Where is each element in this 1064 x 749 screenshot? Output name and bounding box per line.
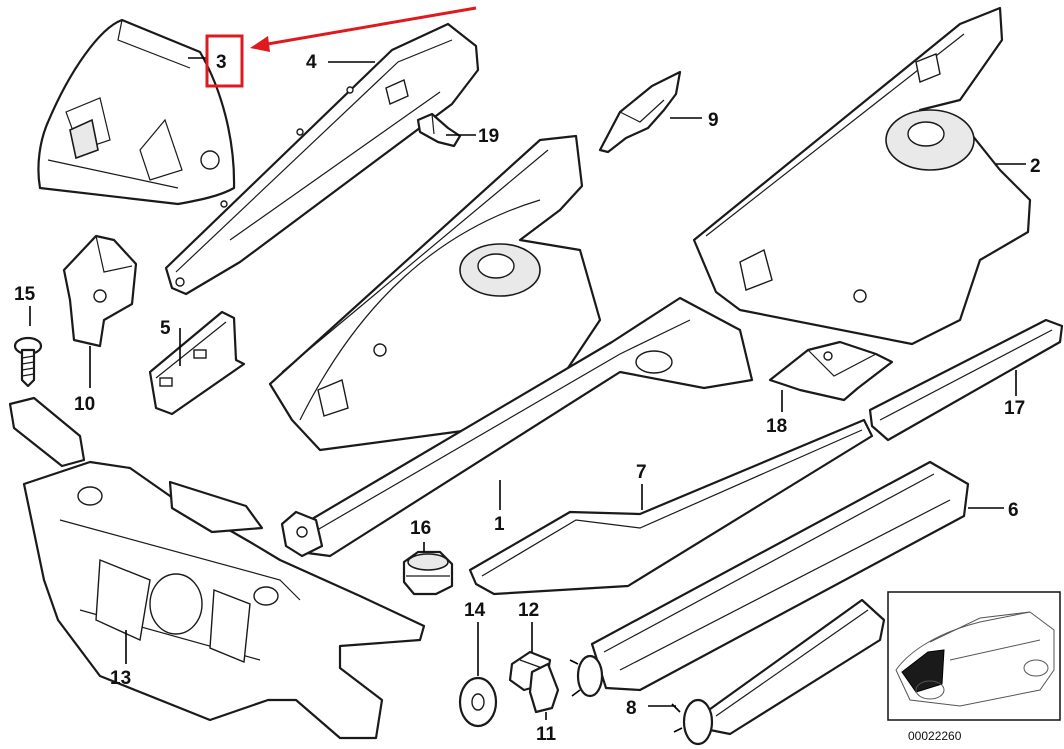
callout-16[interactable]: 16 xyxy=(410,518,431,539)
highlight-box xyxy=(205,34,244,88)
part-15-screw[interactable] xyxy=(13,336,43,388)
callout-14[interactable]: 14 xyxy=(464,600,486,621)
callout-8[interactable]: 8 xyxy=(626,698,637,719)
callout-4[interactable]: 4 xyxy=(306,52,317,73)
highlight-arrow-head xyxy=(250,36,270,52)
callout-11[interactable]: 11 xyxy=(536,724,557,745)
highlight-arrow-line xyxy=(255,6,477,48)
part-hub-mount[interactable] xyxy=(569,654,604,698)
inset-code: 00022260 xyxy=(908,729,962,743)
callout-18[interactable]: 18 xyxy=(766,416,787,437)
part-9-bracket[interactable] xyxy=(598,70,682,154)
part-2-wheelhouse-rail[interactable] xyxy=(692,6,1032,346)
part-10-bracket[interactable] xyxy=(62,234,138,348)
part-16-rubber-mount[interactable] xyxy=(402,550,454,596)
part-6-rear-member[interactable] xyxy=(590,460,970,692)
callout-13[interactable]: 13 xyxy=(110,668,131,689)
part-4-upper-rail[interactable] xyxy=(164,22,480,296)
callout-7[interactable]: 7 xyxy=(636,462,647,483)
callout-19[interactable]: 19 xyxy=(478,126,499,147)
part-13-front-support[interactable] xyxy=(8,396,426,740)
callout-2[interactable]: 2 xyxy=(1030,156,1041,177)
callout-15[interactable]: 15 xyxy=(14,284,36,305)
callout-12[interactable]: 12 xyxy=(518,600,539,621)
part-7-lower-member[interactable] xyxy=(468,418,874,596)
part-17-strip[interactable] xyxy=(868,318,1064,442)
callout-labels: 3 4 19 9 2 15 10 5 17 18 7 1 6 16 14 12 … xyxy=(14,52,1041,745)
callout-6[interactable]: 6 xyxy=(1008,500,1019,521)
part-5-bracket[interactable] xyxy=(148,310,246,416)
part-14-plate[interactable] xyxy=(458,676,498,728)
leader-lines xyxy=(29,57,1026,720)
callout-5[interactable]: 5 xyxy=(160,318,171,339)
callout-1[interactable]: 1 xyxy=(494,514,505,535)
highlight-callout-3 xyxy=(205,6,477,88)
callout-10[interactable]: 10 xyxy=(74,394,95,415)
part-8-member-end[interactable] xyxy=(671,598,886,746)
callout-17[interactable]: 17 xyxy=(1004,398,1025,419)
part-19-bracket[interactable] xyxy=(416,112,462,148)
part-3-wheelhouse-panel[interactable] xyxy=(37,18,236,206)
callout-9[interactable]: 9 xyxy=(708,110,719,131)
callout-3[interactable]: 3 xyxy=(216,52,227,73)
part-11-bracket[interactable] xyxy=(528,662,560,714)
part-18-bracket[interactable] xyxy=(768,340,894,402)
car-location-inset: 00022260 xyxy=(887,591,1061,743)
part-1-lower-member[interactable] xyxy=(280,296,754,558)
part-middle-wheelhouse[interactable] xyxy=(268,134,602,452)
